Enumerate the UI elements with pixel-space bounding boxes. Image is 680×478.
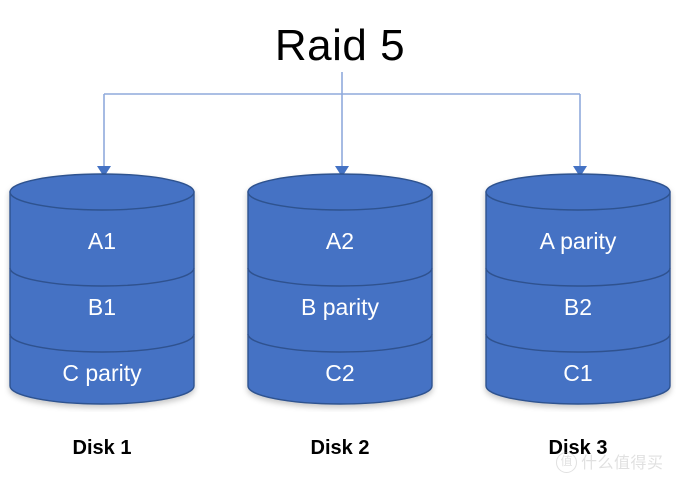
disk-2-caption: Disk 2 xyxy=(310,437,370,459)
disk-cylinder-2[interactable]: A2 B parity C2 xyxy=(242,172,438,412)
arrow-head-disk-1 xyxy=(97,166,111,177)
connector-arrows xyxy=(97,72,587,177)
arrow-head-disk-3 xyxy=(573,166,587,177)
disk-1-caption: Disk 1 xyxy=(72,437,132,459)
cylinder-shape-2 xyxy=(247,173,433,405)
disk-3-caption: Disk 3 xyxy=(548,437,608,459)
disk-cylinder-3[interactable]: A parity B2 C1 xyxy=(480,172,676,412)
disk-cylinder-1[interactable]: A1 B1 C parity xyxy=(4,172,200,412)
arrow-head-disk-2 xyxy=(335,166,349,177)
cylinder-shape-3 xyxy=(485,173,671,405)
page-title: Raid 5 xyxy=(274,21,406,70)
cylinder-shape-1 xyxy=(9,173,195,405)
